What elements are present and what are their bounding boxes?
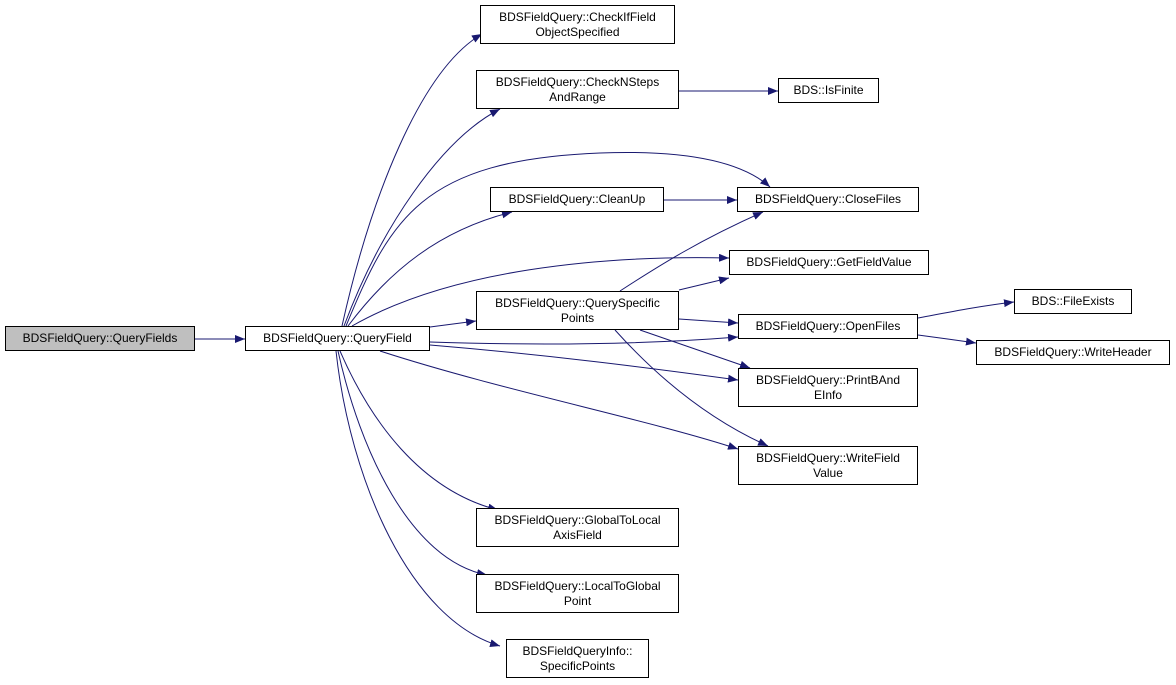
node-get-field-value[interactable]: BDSFieldQuery::GetFieldValue: [729, 250, 929, 275]
node-write-field-value-label-1: BDSFieldQuery::WriteField: [756, 450, 900, 465]
node-local-to-global-label-2: Point: [563, 593, 592, 608]
node-is-finite-label: BDS::IsFinite: [793, 83, 864, 97]
node-file-exists-label: BDS::FileExists: [1031, 294, 1115, 308]
edge-query-specific-to-open-files: [678, 318, 739, 327]
node-query-fields: BDSFieldQuery::QueryFields: [5, 326, 195, 351]
node-query-specific-label-1: BDSFieldQuery::QuerySpecific: [495, 295, 660, 310]
edge-query-field-to-check-nsteps: [343, 108, 501, 327]
node-check-if-field-object-specified[interactable]: BDSFieldQuery::CheckIfField ObjectSpecif…: [480, 5, 675, 44]
node-close-files[interactable]: BDSFieldQuery::CloseFiles: [737, 187, 919, 212]
edge-query-field-to-close-files: [345, 152, 771, 327]
node-specific-points-label-1: BDSFieldQueryInfo::: [522, 643, 633, 658]
node-close-files-label: BDSFieldQuery::CloseFiles: [754, 192, 902, 206]
node-open-files[interactable]: BDSFieldQuery::OpenFiles: [738, 314, 918, 339]
node-write-header-label: BDSFieldQuery::WriteHeader: [994, 345, 1152, 359]
edge-query-specific-to-print-band: [639, 329, 751, 369]
node-check-nsteps-and-range[interactable]: BDSFieldQuery::CheckNSteps AndRange: [476, 70, 679, 109]
node-query-specific-label-2: Points: [560, 310, 595, 325]
edge-query-field-to-print-band: [429, 344, 739, 383]
edge-query-field-to-clean-up: [347, 210, 513, 327]
edge-query-field-to-write-field-value: [379, 350, 739, 450]
edge-query-specific-to-write-field-value: [614, 329, 769, 447]
edge-query-specific-to-close-files: [619, 211, 764, 292]
edge-query-field-to-check-if-field: [341, 33, 483, 327]
node-clean-up[interactable]: BDSFieldQuery::CleanUp: [490, 187, 664, 212]
edge-query-specific-to-get-field-value: [678, 276, 730, 291]
node-file-exists[interactable]: BDS::FileExists: [1014, 289, 1132, 314]
edge-query-field-to-local-to-global: [337, 350, 488, 578]
node-specific-points-label-2: SpecificPoints: [539, 658, 616, 673]
node-write-header[interactable]: BDSFieldQuery::WriteHeader: [976, 340, 1170, 365]
node-check-nsteps-label-2: AndRange: [549, 89, 606, 104]
node-global-to-local-axis-field[interactable]: BDSFieldQuery::GlobalToLocal AxisField: [476, 508, 679, 547]
node-write-field-value[interactable]: BDSFieldQuery::WriteField Value: [738, 446, 918, 485]
node-specific-points[interactable]: BDSFieldQueryInfo:: SpecificPoints: [506, 639, 649, 678]
edge-query-field-to-open-files: [429, 333, 739, 345]
edge-query-field-to-get-field-value: [351, 253, 730, 327]
edge-open-files-to-file-exists: [917, 299, 1015, 319]
node-check-if-field-label-1: BDSFieldQuery::CheckIfField: [499, 9, 656, 24]
edge-open-files-to-write-header: [917, 334, 977, 346]
node-local-to-global-point[interactable]: BDSFieldQuery::LocalToGlobal Point: [476, 574, 679, 613]
node-open-files-label: BDSFieldQuery::OpenFiles: [755, 319, 901, 333]
node-check-if-field-label-2: ObjectSpecified: [535, 24, 620, 39]
node-clean-up-label: BDSFieldQuery::CleanUp: [508, 192, 646, 206]
node-is-finite[interactable]: BDS::IsFinite: [778, 78, 879, 103]
node-write-field-value-label-2: Value: [813, 465, 843, 480]
node-check-nsteps-label-1: BDSFieldQuery::CheckNSteps: [495, 74, 660, 89]
node-global-to-local-label-2: AxisField: [553, 527, 602, 542]
node-print-band-label-2: EInfo: [813, 387, 843, 402]
edge-query-field-to-query-specific: [429, 318, 477, 328]
node-local-to-global-label-1: BDSFieldQuery::LocalToGlobal: [494, 578, 661, 593]
node-global-to-local-label-1: BDSFieldQuery::GlobalToLocal: [494, 512, 661, 527]
node-query-specific-points[interactable]: BDSFieldQuery::QuerySpecific Points: [476, 291, 679, 330]
edge-query-field-to-global-to-local: [339, 350, 499, 512]
node-query-field-label: BDSFieldQuery::QueryField: [263, 331, 412, 345]
edge-query-field-to-specific-points: [335, 350, 501, 648]
node-get-field-value-label: BDSFieldQuery::GetFieldValue: [746, 255, 912, 269]
node-print-band-label-1: BDSFieldQuery::PrintBAnd: [755, 372, 901, 387]
node-query-fields-label: BDSFieldQuery::QueryFields: [22, 331, 178, 345]
node-print-band-einfo[interactable]: BDSFieldQuery::PrintBAnd EInfo: [738, 368, 918, 407]
node-query-field[interactable]: BDSFieldQuery::QueryField: [245, 326, 430, 351]
